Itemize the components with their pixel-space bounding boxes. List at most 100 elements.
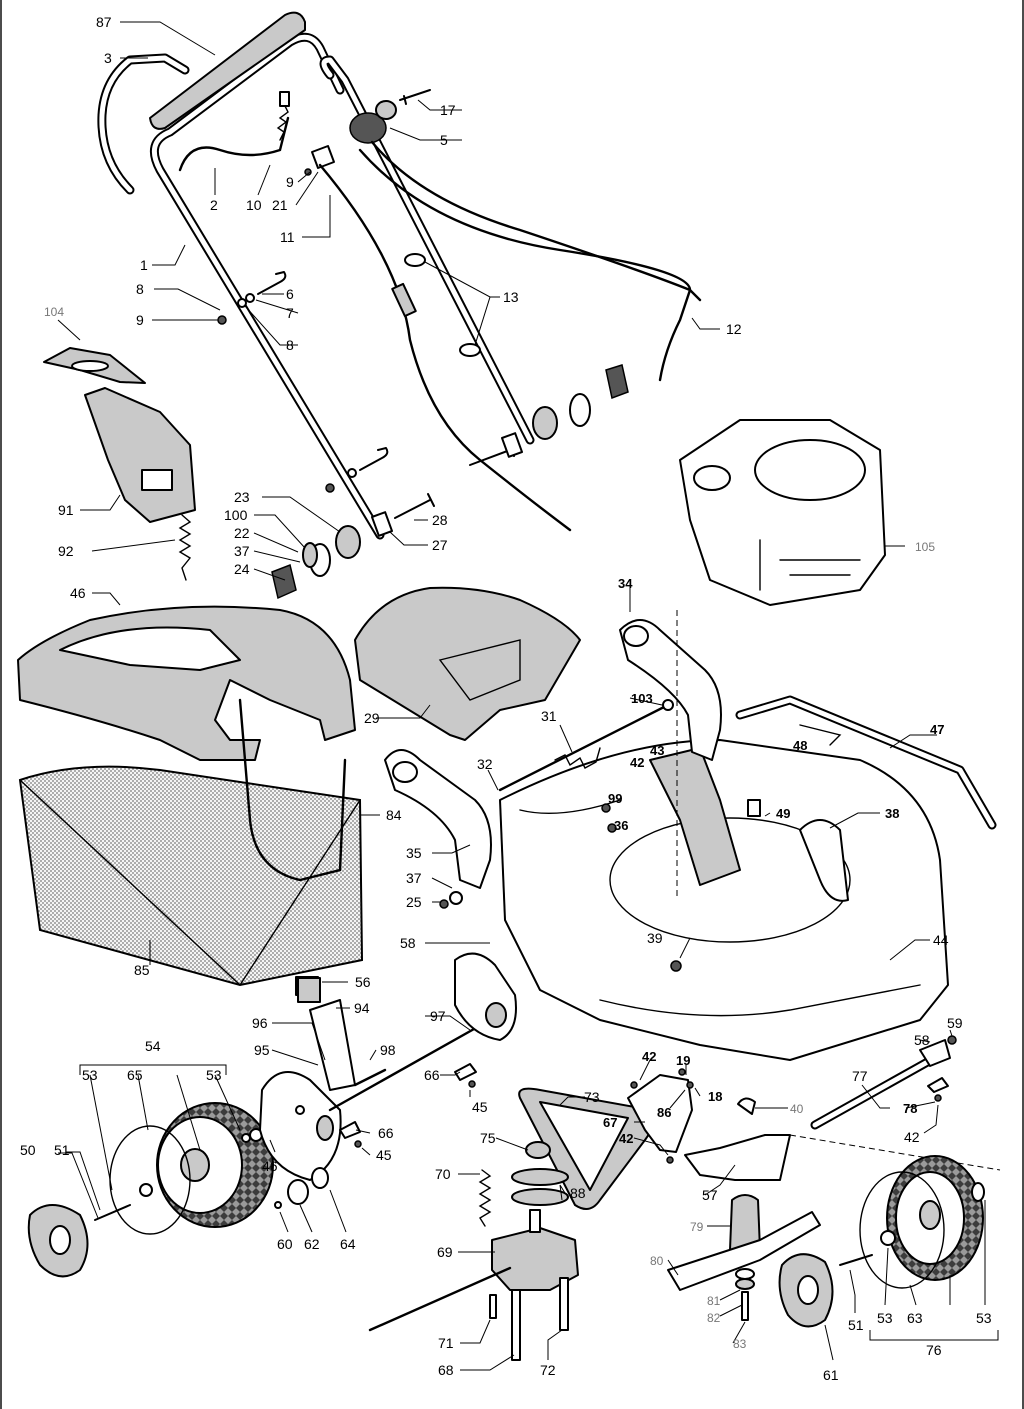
callout-10: 10	[246, 197, 262, 213]
callout-78: 78	[903, 1101, 917, 1116]
callout-84: 84	[386, 807, 402, 823]
callout-66: 66	[424, 1067, 440, 1083]
callout-81: 81	[707, 1294, 721, 1308]
engine	[679, 419, 886, 606]
callout-64: 64	[340, 1236, 356, 1252]
callout-44: 44	[933, 932, 949, 948]
clamp-plate	[371, 511, 393, 537]
wheel-gear-left	[259, 1071, 342, 1209]
callout-105: 105	[915, 540, 935, 554]
front-bracket-57	[684, 1134, 791, 1181]
callout-53: 53	[82, 1067, 98, 1083]
callout-42: 42	[619, 1131, 633, 1146]
callout-73: 73	[584, 1089, 600, 1105]
callout-28: 28	[432, 512, 448, 528]
callout-9: 9	[286, 174, 294, 190]
pulley-nut	[525, 1141, 551, 1159]
callout-67: 67	[603, 1115, 617, 1130]
handle-assembly	[97, 11, 702, 600]
callout-94: 94	[354, 1000, 370, 1016]
callout-85: 85	[134, 962, 150, 978]
cable-clamp	[311, 145, 335, 169]
start-knob	[349, 112, 387, 144]
callout-3: 3	[104, 50, 112, 66]
callout-36: 36	[614, 818, 628, 833]
callout-72: 72	[540, 1362, 556, 1378]
callout-21: 21	[272, 197, 288, 213]
callout-76: 76	[926, 1342, 942, 1358]
callout-83: 83	[733, 1337, 747, 1351]
callout-80: 80	[650, 1254, 664, 1268]
grass-bag-opening	[59, 626, 241, 671]
handle-knob-left	[271, 525, 361, 600]
cable-tie-lower	[459, 343, 481, 357]
callout-58: 58	[400, 935, 416, 951]
callout-37: 37	[406, 870, 422, 886]
knob-screw	[399, 89, 431, 105]
callout-92: 92	[58, 543, 74, 559]
callout-8: 8	[136, 281, 144, 297]
bracket-94	[309, 999, 356, 1091]
guard-strap	[799, 819, 849, 902]
callout-40: 40	[790, 1102, 804, 1116]
callout-95: 95	[254, 1042, 270, 1058]
grass-bag-wire	[238, 698, 347, 882]
callout-53: 53	[206, 1067, 222, 1083]
callout-45: 45	[472, 1099, 488, 1115]
callout-46: 46	[262, 1158, 278, 1174]
callout-7: 7	[286, 305, 294, 321]
callout-71: 71	[438, 1335, 454, 1351]
spring-10	[276, 103, 289, 141]
callout-42: 42	[630, 755, 644, 770]
pin-68	[511, 1289, 521, 1361]
callout-53: 53	[976, 1310, 992, 1326]
callout-70: 70	[435, 1166, 451, 1182]
deck-bolt	[747, 799, 761, 817]
bushing-40	[737, 1097, 756, 1115]
spring-70	[478, 1169, 492, 1227]
rear-axle-assembly	[297, 952, 517, 1148]
callout-59: 59	[947, 1015, 963, 1031]
clip-66b	[339, 1121, 361, 1139]
callout-2: 2	[210, 197, 218, 213]
mower-blade	[667, 1211, 821, 1291]
leader-lines	[57, 21, 986, 1371]
callout-97: 97	[430, 1008, 446, 1024]
callout-68: 68	[438, 1362, 454, 1378]
callout-35: 35	[406, 845, 422, 861]
callout-50: 50	[20, 1142, 36, 1158]
callout-75: 75	[480, 1130, 496, 1146]
front-wheel-right	[839, 1155, 985, 1289]
rear-wheel-left	[94, 1102, 274, 1235]
callout-63: 63	[907, 1310, 923, 1326]
callout-38: 38	[885, 806, 899, 821]
rear-axle-rod	[498, 703, 670, 792]
belt-guard-67	[627, 1074, 693, 1153]
callout-88: 88	[570, 1185, 586, 1201]
callout-12: 12	[726, 321, 742, 337]
callout-43: 43	[650, 743, 664, 758]
callout-103: 103	[631, 691, 653, 706]
callout-57: 57	[702, 1187, 718, 1203]
callout-18: 18	[708, 1089, 722, 1104]
callout-37: 37	[234, 543, 250, 559]
callout-47: 47	[930, 722, 944, 737]
callout-31: 31	[541, 708, 557, 724]
callout-98: 98	[380, 1042, 396, 1058]
callout-29: 29	[364, 710, 380, 726]
throttle-cable-2	[358, 148, 692, 382]
callout-5: 5	[440, 132, 448, 148]
callout-58: 58	[914, 1032, 930, 1048]
drive-shaft	[368, 1266, 512, 1332]
right-bracket	[619, 619, 722, 761]
callout-62: 62	[304, 1236, 320, 1252]
rear-deflector	[84, 387, 196, 523]
carriage-bolt	[394, 493, 435, 519]
grass-bag-mesh	[18, 765, 364, 987]
callout-39: 39	[647, 930, 663, 946]
callout-82: 82	[707, 1311, 721, 1325]
pulley-88b	[511, 1188, 569, 1206]
callout-54: 54	[145, 1038, 161, 1054]
callout-46: 46	[70, 585, 86, 601]
